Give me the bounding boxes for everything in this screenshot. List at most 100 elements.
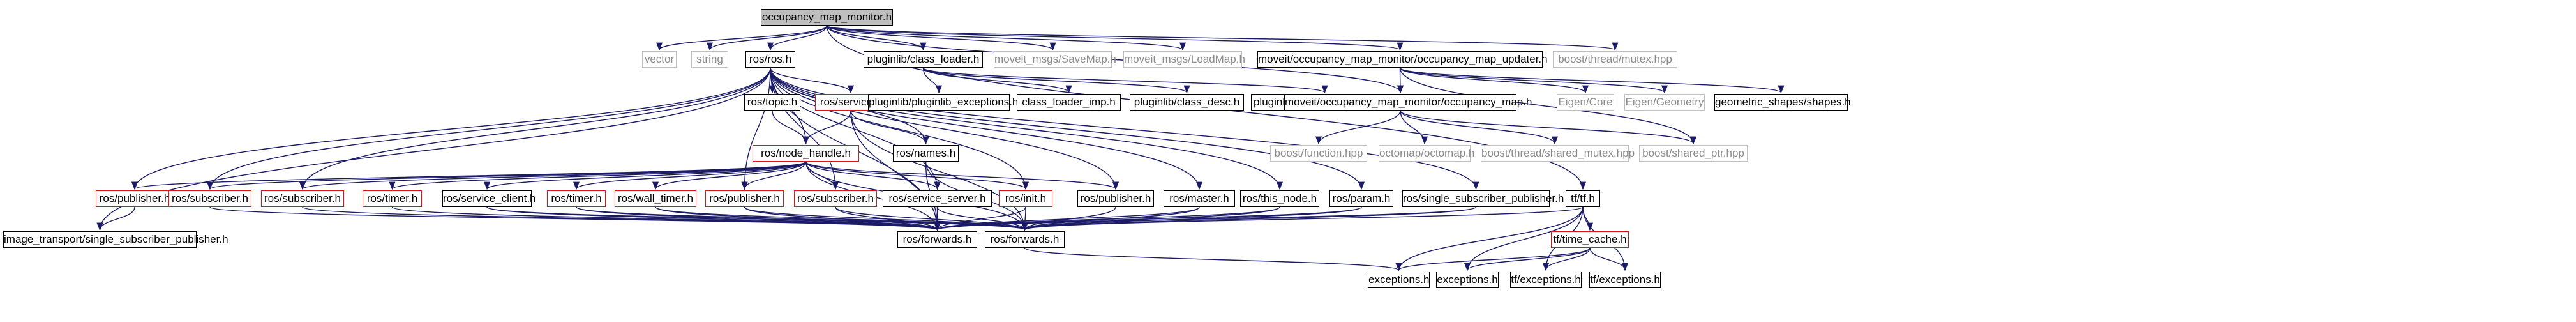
node-exc1[interactable]: exceptions.h <box>1368 272 1430 288</box>
node-topic[interactable]: ros/topic.h <box>744 94 800 111</box>
edge-srvclient-to-fwd1 <box>486 206 941 231</box>
edge-init-to-fwd2 <box>1021 206 1028 231</box>
node-pub1[interactable]: ros/publisher.h <box>96 190 174 207</box>
node-vector: vector <box>642 51 677 68</box>
edge-occmap-to-bsharedptr <box>1400 110 1696 145</box>
edge-sub3-to-fwd2 <box>835 206 1028 231</box>
node-thisnode[interactable]: ros/this_node.h <box>1240 190 1319 207</box>
node-master[interactable]: ros/master.h <box>1164 190 1235 207</box>
edge-walltimer-to-fwd1 <box>655 206 941 231</box>
edge-occmap-to-bfunc <box>1315 110 1401 145</box>
edge-service-to-fwd1 <box>850 110 941 231</box>
edge-root-to-occmap <box>826 25 1404 94</box>
node-param[interactable]: ros/param.h <box>1329 190 1393 207</box>
node-bsharedmutex: boost/thread/shared_mutex.hpp <box>1481 145 1635 162</box>
edge-nodehandle-to-srvserver <box>805 161 941 190</box>
edge-timer2-to-fwd1 <box>576 206 941 231</box>
node-plexc[interactable]: pluginlib/pluginlib_exceptions.h <box>868 94 1018 111</box>
edge-root-to-classloader <box>826 25 927 51</box>
node-rosros[interactable]: ros/ros.h <box>745 51 795 68</box>
edge-rosros-to-pub1 <box>131 67 771 190</box>
node-singlesub[interactable]: ros/single_subscriber_publisher.h <box>1402 190 1564 207</box>
node-eigengeo: Eigen/Geometry <box>1624 94 1705 111</box>
edge-updater-to-occmap <box>1397 67 1404 94</box>
edge-rosros-to-init <box>770 67 1029 190</box>
edge-classloader-to-climp <box>922 67 1072 94</box>
edge-rosros-to-param <box>770 67 1365 190</box>
edge-root-to-updater <box>826 25 1403 51</box>
node-bfunc: boost/function.hpp <box>1270 145 1367 162</box>
node-bmutex: boost/thread/mutex.hpp <box>1553 51 1677 68</box>
node-climp[interactable]: class_loader_imp.h <box>1017 94 1121 111</box>
edge-rosros-to-service <box>770 67 854 94</box>
node-tf[interactable]: tf/tf.h <box>1566 190 1600 207</box>
node-exc2[interactable]: exceptions.h <box>1436 272 1499 288</box>
edge-root-to-loadmap <box>826 25 1186 51</box>
edge-root-to-vector <box>656 25 828 51</box>
node-timecache[interactable]: tf/time_cache.h <box>1551 231 1629 248</box>
edge-nodehandle-to-timer2 <box>573 161 807 190</box>
node-root[interactable]: occupancy_map_monitor.h <box>761 9 893 26</box>
node-pub2[interactable]: ros/publisher.h <box>705 190 784 207</box>
node-occmap[interactable]: moveit/occupancy_map_monitor/occupancy_m… <box>1284 94 1532 111</box>
node-updater[interactable]: moveit/occupancy_map_monitor/occupancy_m… <box>1257 51 1548 68</box>
node-loadmap: moveit_msgs/LoadMap.h <box>1123 51 1245 68</box>
edge-tf-to-exc2 <box>1464 206 1584 272</box>
edge-occmap-to-octomap <box>1400 110 1428 145</box>
node-fwd1[interactable]: ros/forwards.h <box>897 231 977 248</box>
edge-singlesub-to-fwd2 <box>1021 206 1477 231</box>
node-imgsub[interactable]: image_transport/single_subscriber_publis… <box>3 231 228 248</box>
edge-rosros-to-sub3 <box>770 67 839 190</box>
edge-classloader-to-clbase <box>922 67 1328 94</box>
edge-rosros-to-pub3 <box>770 67 1119 190</box>
edge-pub1-to-imgsub <box>96 206 135 231</box>
node-pub3[interactable]: ros/publisher.h <box>1077 190 1154 207</box>
edge-root-to-bmutex <box>826 25 1618 51</box>
edge-rosros-to-sub1 <box>207 67 771 190</box>
edge-root-to-rosros <box>767 25 828 51</box>
edge-nodehandle-to-timer1 <box>389 161 807 190</box>
node-tfexc1[interactable]: tf/exceptions.h <box>1510 272 1582 288</box>
edge-root-to-string <box>707 25 828 51</box>
node-nodehandle[interactable]: ros/node_handle.h <box>753 145 859 162</box>
edge-nodehandle-to-pub3 <box>805 161 1119 190</box>
node-savemap: moveit_msgs/SaveMap.h <box>994 51 1116 68</box>
edge-nodehandle-to-sub2 <box>299 161 807 190</box>
edge-occmap-to-bsharedmutex <box>1400 110 1558 145</box>
edge-pub2-to-fwd1 <box>744 206 941 231</box>
node-sub3[interactable]: ros/subscriber.h <box>794 190 877 207</box>
edge-rosros-to-singlesub <box>770 67 1479 190</box>
edge-nodehandle-to-init <box>805 161 1029 190</box>
edge-nodehandle-to-sub1 <box>207 161 807 190</box>
node-tfexc2[interactable]: tf/exceptions.h <box>1589 272 1661 288</box>
node-walltimer[interactable]: ros/wall_timer.h <box>615 190 696 207</box>
node-geoshapes[interactable]: geometric_shapes/shapes.h <box>1714 94 1851 111</box>
edge-nodehandle-to-walltimer <box>652 161 807 190</box>
edge-timecache-to-tfexc1 <box>1543 247 1591 272</box>
edge-sub3-to-fwd1 <box>835 206 941 231</box>
node-timer2[interactable]: ros/timer.h <box>547 190 606 207</box>
node-classloader[interactable]: pluginlib/class_loader.h <box>864 51 983 68</box>
node-fwd2[interactable]: ros/forwards.h <box>985 231 1065 248</box>
edge-param-to-fwd1 <box>934 206 1362 231</box>
edge-timecache-to-tfexc2 <box>1589 247 1629 272</box>
edge-nodehandle-to-pub2 <box>741 161 807 190</box>
node-sub1[interactable]: ros/subscriber.h <box>168 190 251 207</box>
node-srvserver[interactable]: ros/service_server.h <box>883 190 992 207</box>
node-bsharedptr: boost/shared_ptr.hpp <box>1639 145 1748 162</box>
node-names[interactable]: ros/names.h <box>893 145 959 162</box>
node-sub2[interactable]: ros/subscriber.h <box>261 190 344 207</box>
edge-rosros-to-sub2 <box>299 67 771 190</box>
edge-fwd2-to-exc1 <box>1024 247 1402 272</box>
node-init[interactable]: ros/init.h <box>999 190 1052 207</box>
node-string: string <box>691 51 728 68</box>
node-cldesc[interactable]: pluginlib/class_desc.h <box>1130 94 1244 111</box>
node-timer1[interactable]: ros/timer.h <box>363 190 422 207</box>
node-srvclient[interactable]: ros/service_client.h <box>442 190 536 207</box>
edge-timecache-to-exc1 <box>1395 247 1591 272</box>
edge-tf-to-timecache <box>1582 206 1594 231</box>
edge-init-to-fwd1 <box>934 206 1026 231</box>
edge-service-to-nodehandle <box>802 110 851 145</box>
edge-timecache-to-exc2 <box>1464 247 1591 272</box>
